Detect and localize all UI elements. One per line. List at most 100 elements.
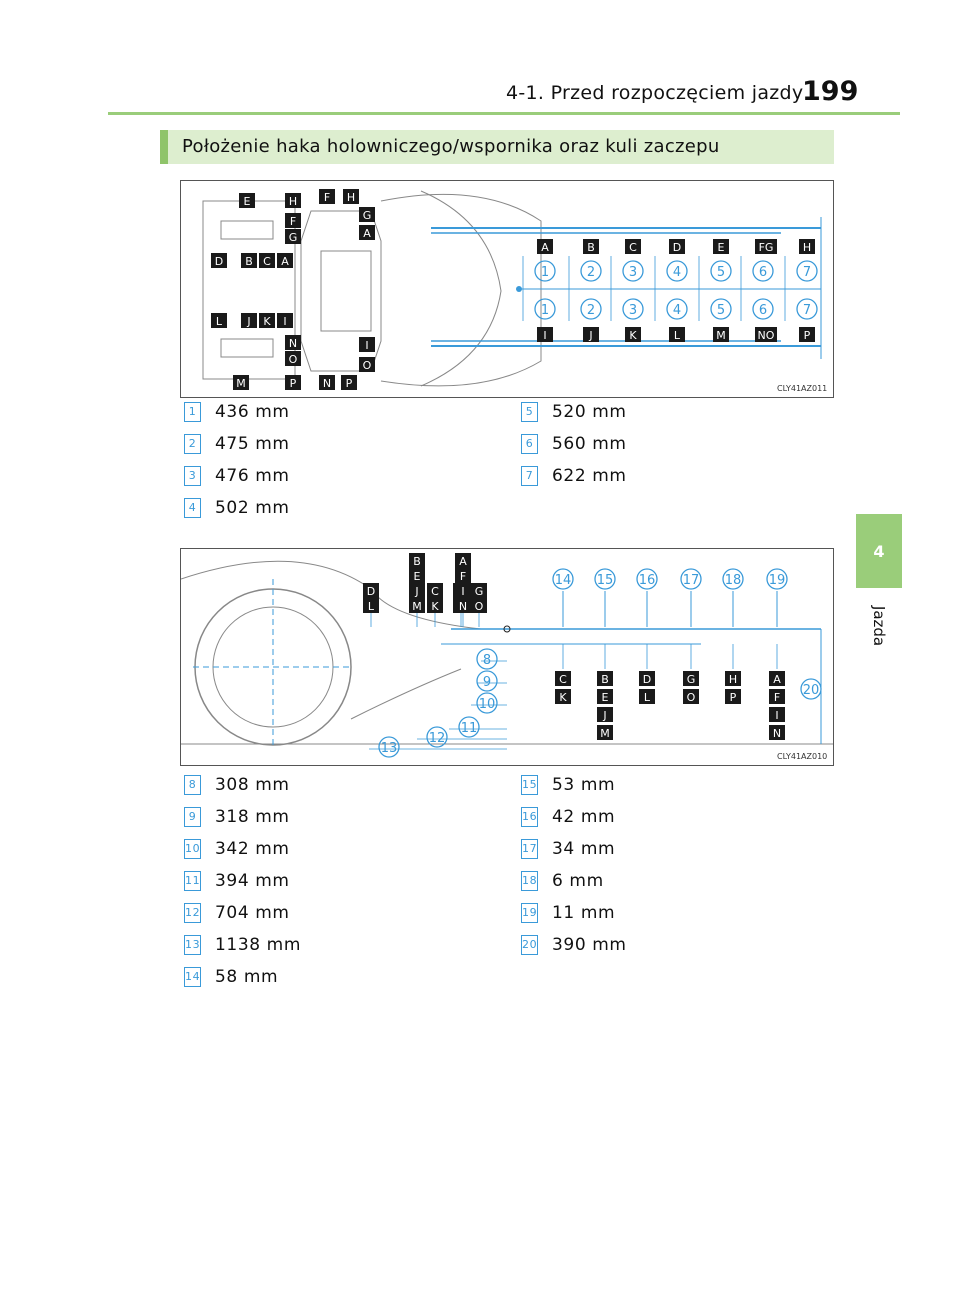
side-right-label-box (597, 671, 613, 686)
section-title: Położenie haka holowniczego/wspornika or… (182, 136, 720, 157)
callout-number: 14 (184, 967, 201, 987)
top-letter-label: H (803, 241, 811, 254)
measurement-value: 318 mm (215, 807, 290, 827)
callout-number: 19 (521, 903, 538, 923)
side-top-label-box (409, 583, 425, 598)
bumper-label: N (323, 377, 331, 390)
side-right-label: C (559, 673, 567, 686)
left-panel-label: L (216, 315, 223, 328)
side-right-label-box (725, 671, 741, 686)
dim-number-lower-circle (580, 298, 602, 320)
left-panel-label-box (285, 193, 301, 208)
header-rule (108, 112, 900, 115)
h-dim-number: 8 (483, 653, 491, 668)
callout-number: 8 (184, 775, 201, 795)
bottom-letter-label-box (799, 327, 815, 342)
left-panel-label-box (233, 375, 249, 390)
callout-number: 11 (184, 871, 201, 891)
dim-number-lower: 6 (759, 303, 767, 318)
bottom-letter-label-box (537, 327, 553, 342)
chapter-label-text: Jazda (870, 605, 888, 647)
dim-number-lower: 1 (541, 303, 549, 318)
bottom-letter-label: NO (758, 329, 775, 342)
left-panel-label: H (289, 195, 297, 208)
measurement-value: 42 mm (552, 807, 616, 827)
side-top-label: B (413, 555, 421, 568)
top-letter-label: A (541, 241, 549, 254)
side-top-label-box (455, 583, 471, 598)
left-panel-label: G (289, 231, 298, 244)
measurement-row: 15 53 mm (521, 772, 615, 798)
left-panel-label: E (244, 195, 251, 208)
top-letter-label: D (673, 241, 681, 254)
bottom-letter-label-box (625, 327, 641, 342)
dim-number-upper-circle (622, 260, 644, 282)
measurement-value: 520 mm (552, 402, 627, 422)
measurement-value: 53 mm (552, 775, 616, 795)
left-panel-label: B (245, 255, 253, 268)
measurement-value: 390 mm (552, 935, 627, 955)
figure-code: CLY41AZ011 (777, 384, 827, 393)
side-dim-number-circle (636, 568, 658, 590)
left-panel-label-box (277, 253, 293, 268)
dim-number-lower-circle (622, 298, 644, 320)
bumper-label: G (363, 209, 372, 222)
callout-number: 15 (521, 775, 538, 795)
side-top-label-box (409, 553, 425, 568)
chapter-label: Jazda (862, 596, 896, 656)
side-right-label-box (639, 689, 655, 704)
left-panel-label: A (281, 255, 289, 268)
left-panel-label-box (241, 313, 257, 328)
left-panel-label-box (285, 229, 301, 244)
side-right-label: G (687, 673, 696, 686)
side-right-label: K (559, 691, 567, 704)
dim-number-lower-circle (534, 298, 556, 320)
bumper-label-box (359, 337, 375, 352)
measurement-value: 342 mm (215, 839, 290, 859)
h-dim-number: 9 (483, 675, 491, 690)
dim-number-upper-circle (752, 260, 774, 282)
v-dim-number-circle (800, 678, 822, 700)
dim-number-lower: 7 (803, 303, 811, 318)
measurement-value: 58 mm (215, 967, 279, 987)
measurement-value: 308 mm (215, 775, 290, 795)
side-top-label: D (367, 585, 375, 598)
side-top-label-box (471, 598, 487, 613)
side-top-label-box (427, 598, 443, 613)
left-panel-label-box (285, 335, 301, 350)
measurement-row: 14 58 mm (184, 964, 278, 990)
bottom-letter-label: M (716, 329, 726, 342)
top-letter-label-box (625, 239, 641, 254)
callout-number: 1 (184, 402, 201, 422)
dim-number-lower: 5 (717, 303, 725, 318)
measurement-value: 34 mm (552, 839, 616, 859)
hitch-point (516, 286, 522, 292)
bumper-label: I (365, 339, 368, 352)
bumper-label: F (324, 191, 330, 204)
left-panel-label-box (241, 253, 257, 268)
dim-number-lower-circle (666, 298, 688, 320)
bumper-label-box (319, 189, 335, 204)
page-number: 199 (802, 76, 859, 107)
callout-number: 13 (184, 935, 201, 955)
callout-number: 16 (521, 807, 538, 827)
side-top-label: K (431, 600, 439, 613)
side-top-label: E (414, 570, 421, 583)
dim-number-upper: 2 (587, 265, 595, 280)
left-panel-label: J (246, 315, 250, 328)
measurement-value: 394 mm (215, 871, 290, 891)
side-top-label-box (455, 553, 471, 568)
side-dim-number: 15 (597, 573, 614, 588)
side-right-label: E (602, 691, 609, 704)
measurement-value: 6 mm (552, 871, 604, 891)
bumper-label: H (347, 191, 355, 204)
measurement-row: 16 42 mm (521, 804, 615, 830)
